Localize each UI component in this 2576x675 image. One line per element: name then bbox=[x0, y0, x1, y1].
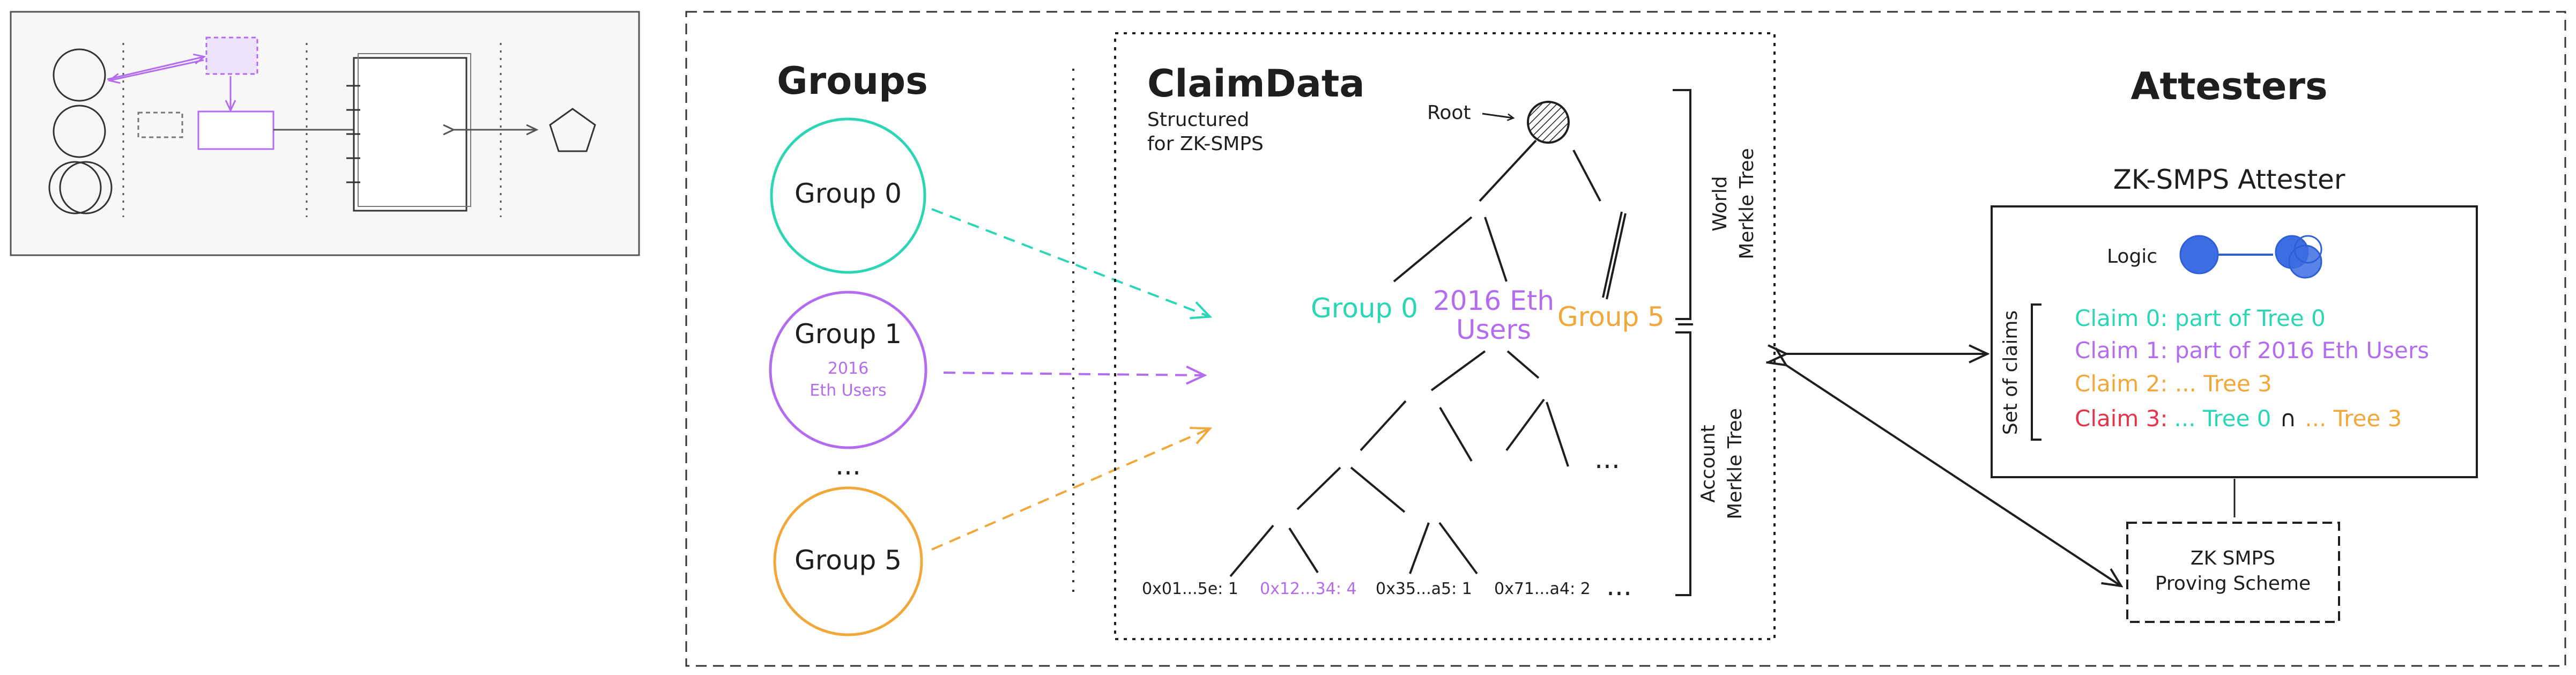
claimdata-subtitle-line1: Structured bbox=[1147, 109, 1249, 131]
world-node-group5: Group 5 bbox=[1557, 301, 1665, 332]
claim-3-op: ∩ bbox=[2280, 405, 2297, 432]
world-tree-label-line1: World bbox=[1709, 176, 1731, 231]
group-1-sub-line1: 2016 bbox=[828, 359, 868, 378]
arrow-group5-to-claimdata bbox=[931, 429, 1209, 551]
leaf-2: 0x35...a5: 1 bbox=[1376, 580, 1472, 598]
world-tree-edges bbox=[1393, 139, 1627, 300]
thumbnail-circle-top bbox=[53, 48, 106, 102]
thumbnail-grey-box bbox=[137, 112, 183, 138]
account-tree-ellipsis: ... bbox=[1594, 443, 1620, 474]
arrow-group1-to-claimdata bbox=[943, 373, 1204, 375]
thumbnail-dashed-box bbox=[205, 36, 258, 75]
group-5-label: Group 5 bbox=[795, 545, 902, 576]
thumbnail-arrow-left bbox=[110, 59, 204, 80]
account-tree-label-line1: Account bbox=[1697, 425, 1719, 502]
main-frame bbox=[685, 11, 2566, 667]
claimdata-subtitle-line2: for ZK-SMPS bbox=[1147, 133, 1264, 155]
proving-scheme-line1: ZK SMPS bbox=[2191, 547, 2275, 569]
world-node-eth-line2: Users bbox=[1456, 314, 1531, 345]
groups-section: Groups Group 0 Group 1 2016 Eth Users ..… bbox=[769, 59, 1074, 636]
attesters-section: Attesters ZK-SMPS Attester Logic Set of … bbox=[1991, 64, 2478, 623]
logic-label: Logic bbox=[2107, 246, 2157, 268]
leaves-ellipsis: ... bbox=[1606, 570, 1632, 602]
groups-ellipsis: ... bbox=[835, 450, 861, 481]
world-node-group0: Group 0 bbox=[1311, 293, 1418, 324]
root-node bbox=[1527, 101, 1570, 144]
claimdata-frame bbox=[1114, 32, 1776, 640]
claim-1: Claim 1: part of 2016 Eth Users bbox=[2075, 337, 2429, 364]
arrow-claimdata-proving-scheme bbox=[1785, 365, 2120, 585]
claimdata-section: ClaimData Structured for ZK-SMPS Root Gr… bbox=[1114, 32, 1776, 640]
thumbnail-circle-bottom-b bbox=[59, 161, 113, 214]
world-tree-label-line2: Merkle Tree bbox=[1736, 148, 1758, 259]
account-tree-edges bbox=[1229, 350, 1569, 577]
claim-0: Claim 0: part of Tree 0 bbox=[2075, 305, 2326, 331]
thumbnail-purple-box bbox=[197, 110, 274, 150]
attester-box bbox=[1991, 205, 2478, 478]
notebook-rings bbox=[346, 85, 360, 183]
attesters-title: Attesters bbox=[2130, 64, 2327, 108]
root-label: Root bbox=[1427, 102, 1471, 124]
leaf-1: 0x12...34: 4 bbox=[1260, 580, 1357, 598]
claim-2: Claim 2: ... Tree 3 bbox=[2075, 370, 2272, 397]
proving-scheme-box bbox=[2126, 522, 2340, 623]
group-1-label: Group 1 bbox=[795, 318, 902, 350]
groups-title: Groups bbox=[777, 59, 928, 103]
leaf-0: 0x01...5e: 1 bbox=[1142, 580, 1238, 598]
root-pointer-arrow bbox=[1482, 113, 1513, 118]
claim-3: Claim 3:... Tree 0 ∩ ... Tree 3 bbox=[2075, 405, 2402, 432]
thumbnail-circle-middle bbox=[53, 105, 106, 158]
claim-3-prefix: Claim 3: bbox=[2075, 405, 2168, 432]
world-node-eth-line1: 2016 Eth bbox=[1433, 285, 1554, 316]
claim-3-b: ... Tree 3 bbox=[2305, 405, 2402, 432]
overview-thumbnail bbox=[10, 11, 640, 256]
thumbnail-arrow-right bbox=[107, 57, 204, 80]
group-1-sub-line2: Eth Users bbox=[810, 381, 886, 400]
group-0-circle bbox=[770, 117, 926, 274]
group-5-circle bbox=[773, 486, 923, 636]
arrow-group0-to-claimdata bbox=[931, 208, 1209, 316]
group-1-circle bbox=[769, 291, 927, 449]
claimdata-title: ClaimData bbox=[1147, 62, 1365, 106]
thumbnail-circle-bottom-a bbox=[48, 161, 102, 214]
proving-scheme-line2: Proving Scheme bbox=[2155, 573, 2311, 595]
thumbnail-notebook bbox=[353, 57, 467, 212]
thumbnail-pentagon bbox=[549, 108, 596, 152]
set-of-claims-bracket bbox=[2031, 303, 2042, 441]
logic-graph-icon bbox=[2179, 235, 2322, 279]
group-0-label: Group 0 bbox=[795, 178, 902, 209]
attester-box-title: ZK-SMPS Attester bbox=[2113, 164, 2345, 195]
world-tree-bracket bbox=[1673, 89, 1693, 325]
leaf-3: 0x71...a4: 2 bbox=[1494, 580, 1591, 598]
claim-3-a: ... Tree 0 bbox=[2174, 405, 2271, 432]
account-tree-label-line2: Merkle Tree bbox=[1724, 408, 1746, 519]
account-tree-bracket bbox=[1675, 331, 1691, 596]
set-of-claims-label: Set of claims bbox=[2000, 310, 2022, 435]
